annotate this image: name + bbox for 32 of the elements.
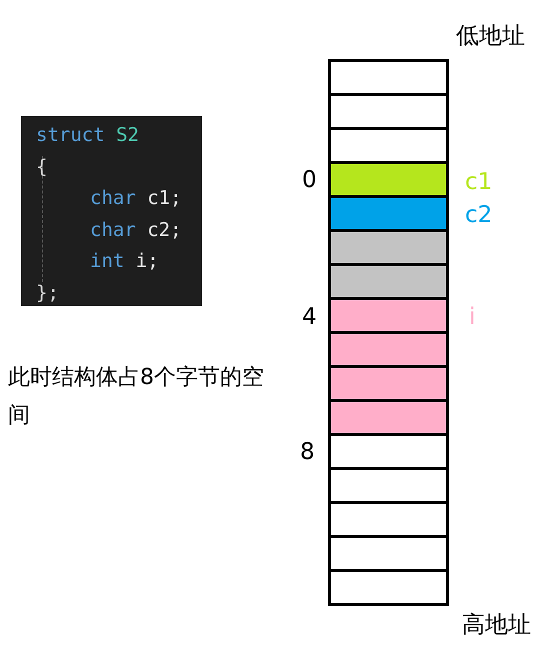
memory-cell [328,365,449,402]
memory-cell [328,127,449,164]
memory-cell [328,93,449,130]
memory-cell [328,297,449,334]
address-label: 高地址 [462,611,531,639]
memory-cell [328,263,449,300]
memory-cell [328,161,449,198]
memory-cell [328,399,449,436]
code-block [21,116,202,306]
memory-cell [328,501,449,538]
code-line: int i; [89,249,160,274]
memory-cell [328,433,449,470]
memory-cell [328,569,449,606]
address-label: c1 [465,168,492,196]
code-line: { [36,154,48,180]
address-label: 低地址 [456,22,525,50]
memory-cell [328,195,449,232]
address-label: c2 [465,201,492,229]
memory-cell [328,331,449,368]
address-label: 4 [302,303,317,331]
code-line: }; [36,280,60,306]
address-label: 0 [302,166,317,194]
address-label: 8 [300,438,315,466]
memory-cell [328,467,449,504]
note-text: 此时结构体占8个字节的空间 [8,364,265,430]
memory-cell [328,535,449,572]
memory-cell [328,229,449,266]
code-line: char c1; [89,186,183,211]
code-line: struct S2 [36,123,140,148]
memory-cell [328,59,449,96]
code-line: char c2; [89,218,183,242]
address-label: i [469,303,476,331]
